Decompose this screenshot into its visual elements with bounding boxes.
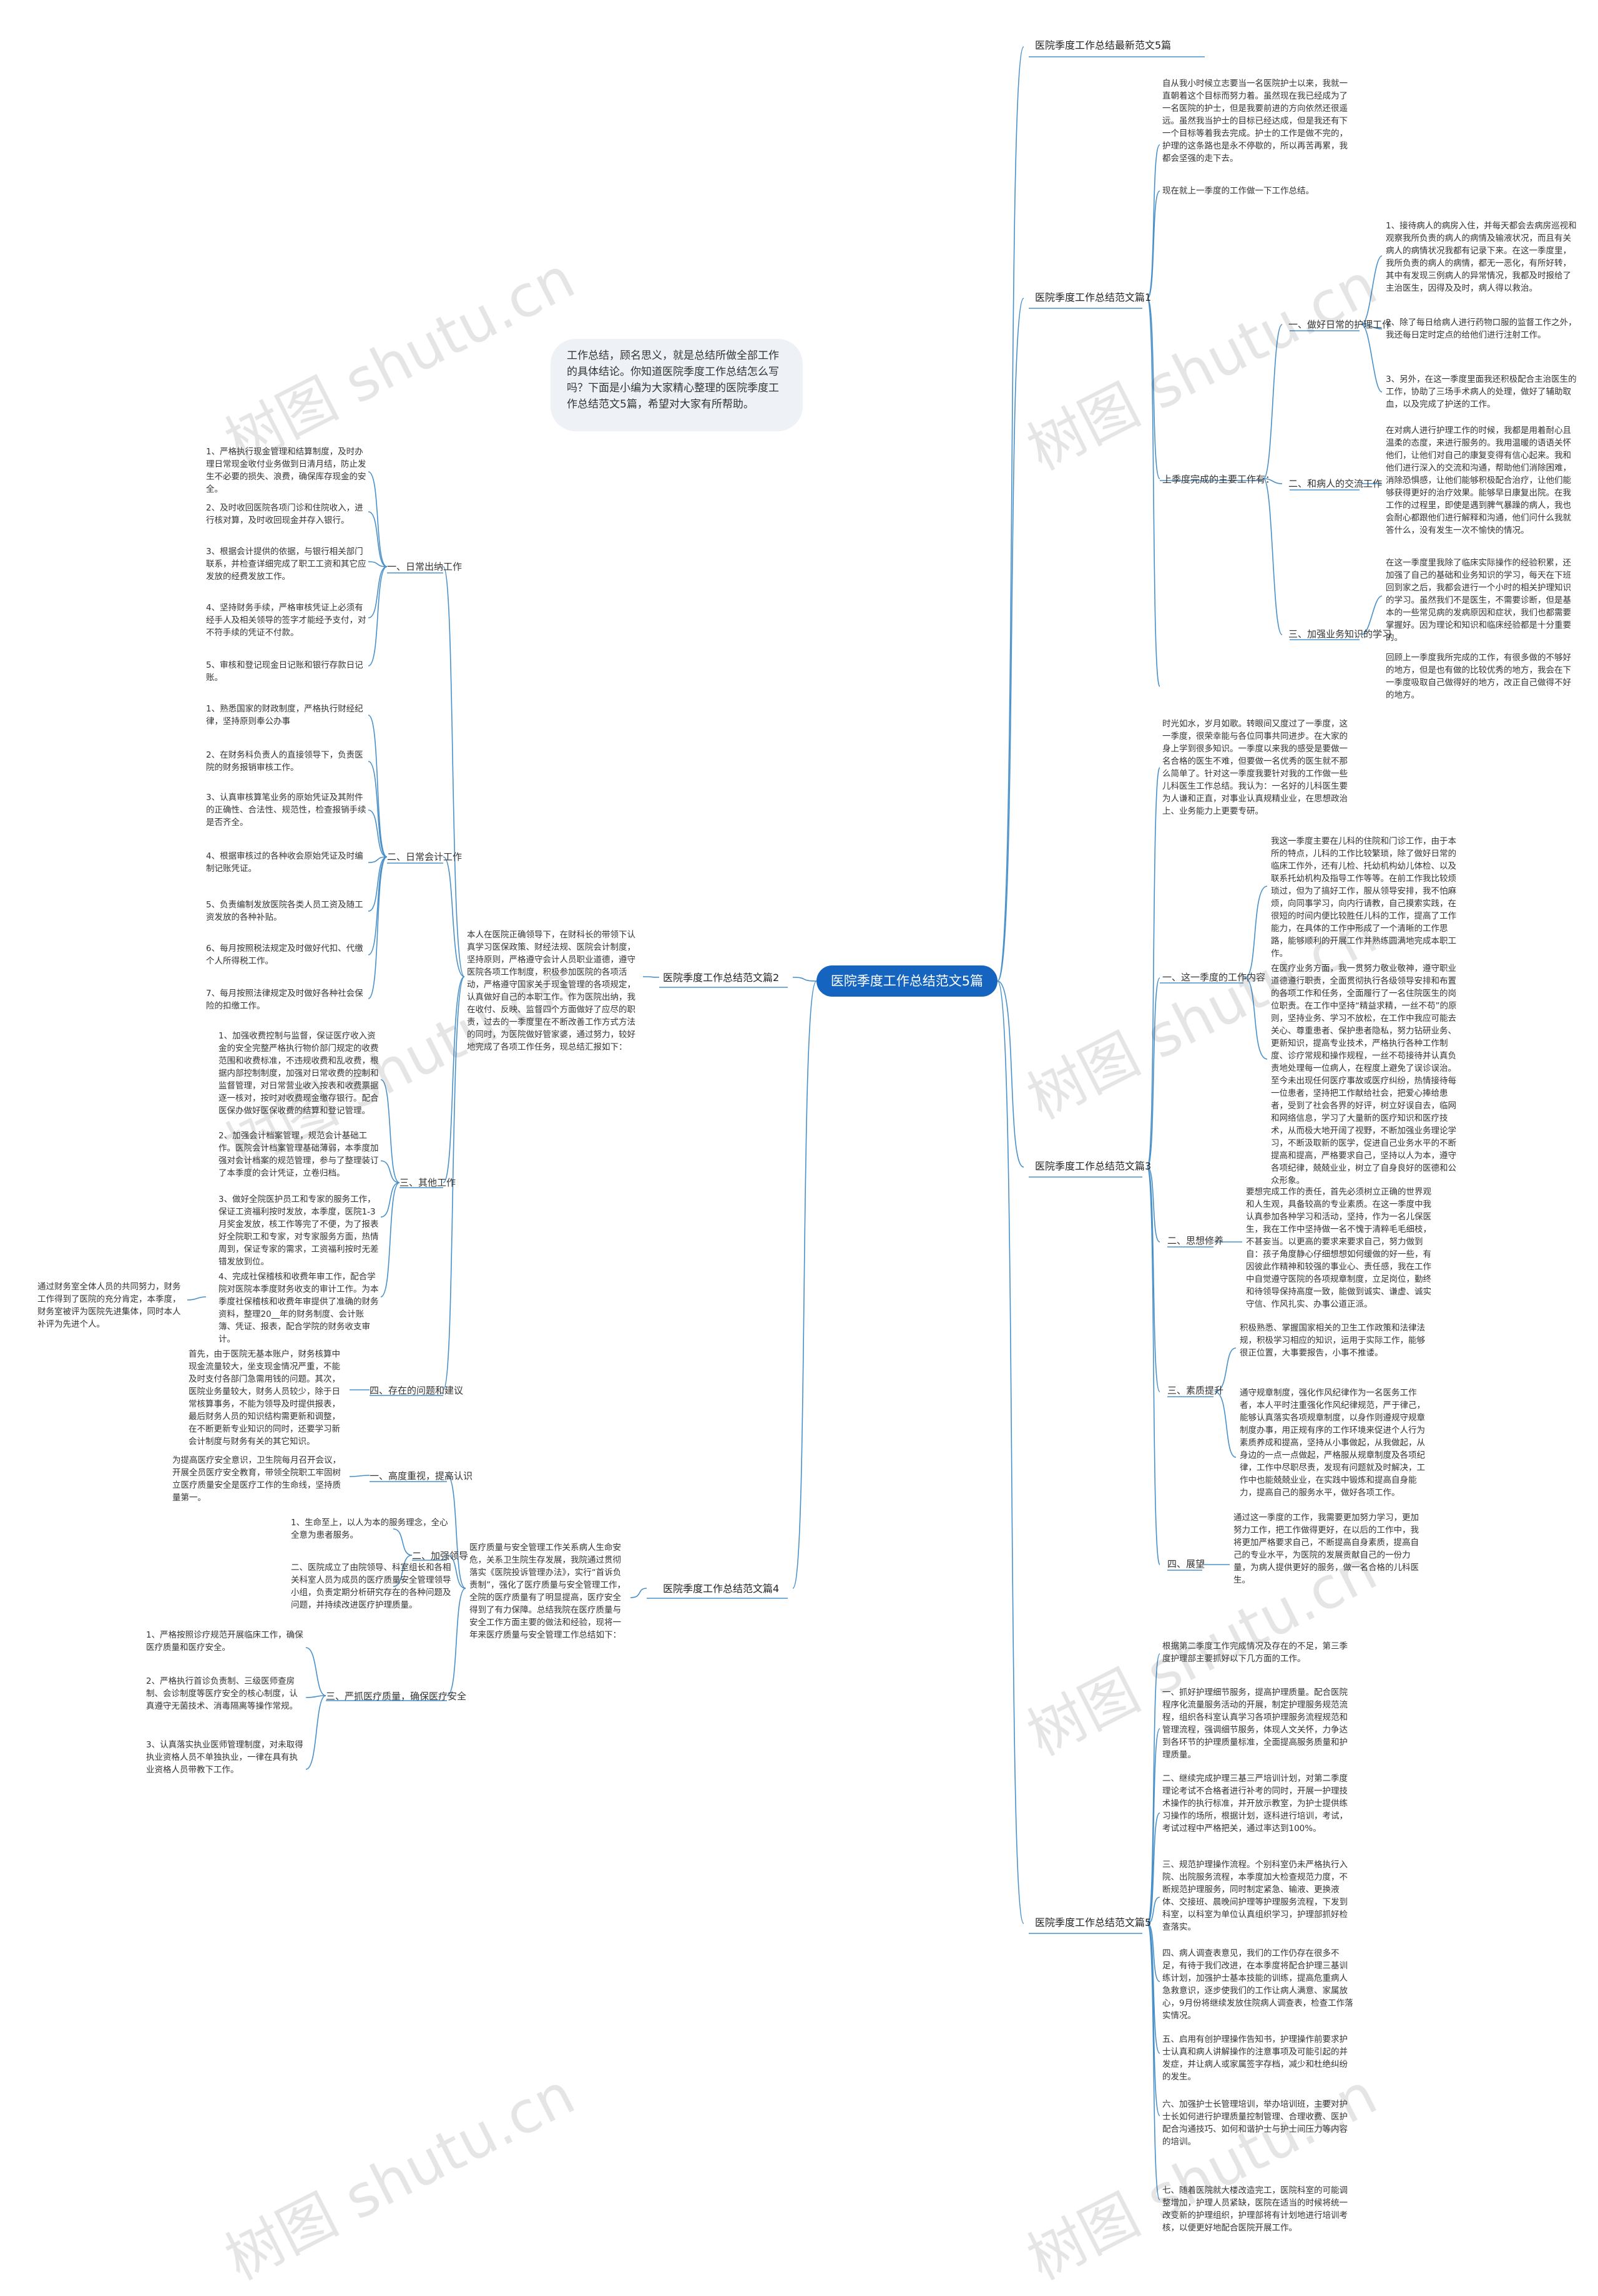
b2-sub-2-g: 7、每月按照法律规定及时做好各种社会保险的扣缴工作。 bbox=[206, 989, 363, 1011]
b1-para-2: 现在就上一季度的工作做一下工作总结。 bbox=[1162, 186, 1314, 196]
b5-para-0: 根据第二季度工作完成情况及存在的不足，第三季度护理部主要抓好以下几方面的工作。 bbox=[1162, 1641, 1348, 1664]
b2-sub-2-d: 4、根据审核过的各种收会原始凭证及时编制记账凭证。 bbox=[206, 851, 363, 874]
b2-sub-1-e: 5、审核和登记现金日记账和银行存款日记账。 bbox=[206, 660, 363, 683]
b3-sub-3-b: 通守规章制度，强化作风纪律作为一名医务工作者，本人平时注重强化作风纪律规范，严于… bbox=[1240, 1388, 1425, 1498]
b1-sub-1-b: 2、除了每日给病人进行药物口服的监督工作之外，我还每日定时定点的给他们进行注射工… bbox=[1386, 318, 1577, 340]
b5-para-3: 三、规范护理操作流程。个别科室仍未严格执行入院、出院服务流程，本季度加大检查规范… bbox=[1162, 1860, 1348, 1932]
b4-sub-1: 一、高度重视，提高认识 bbox=[370, 1470, 473, 1482]
b2-sub-1-c: 3、根据会计提供的依据，与银行相关部门联系，并检查详细完成了职工工资和其它应发放… bbox=[206, 547, 366, 582]
b2-sub-2-b: 2、在财务科负责人的直接领导下，负责医院的财务报销审核工作。 bbox=[206, 750, 363, 773]
b4-sub-3-a: 1、严格按照诊疗规范开展临床工作，确保医疗质量和医疗安全。 bbox=[146, 1630, 303, 1653]
b5-para-2: 二、继续完成护理三基三严培训计划，对第二季度理论考试不合格者进行补考的同时，开展… bbox=[1162, 1774, 1348, 1834]
b2-sub-2: 二、日常会计工作 bbox=[387, 851, 463, 862]
b1-main-label: 上季度完成的主要工作有： bbox=[1162, 474, 1275, 485]
b4-sub-2-a: 1、生命至上，以人为本的服务理念，全心全意为患者服务。 bbox=[291, 1518, 448, 1540]
b2-sub-3: 三、其他工作 bbox=[400, 1177, 456, 1188]
b2-sub-2-f: 6、每月按照税法规定及时做好代扣、代缴个人所得税工作。 bbox=[206, 944, 363, 966]
b3-sub-1-b: 在医疗业务方面，我一贯努力敬业敬神，遵守职业道德遵行职责，全面贯彻执行各级领导安… bbox=[1271, 964, 1457, 1186]
b1-sub-2-a: 在对病人进行护理工作的时候，我都是用着耐心且温柔的态度，来进行服务的。我用温暖的… bbox=[1386, 426, 1571, 535]
b2-sub-2-a: 1、熟悉国家的财政制度，严格执行财经纪律，坚持原则奉公办事 bbox=[206, 704, 363, 726]
b3-para-1: 时光如水，岁月如歌。转眼间又度过了一季度，这一季度，很荣幸能与各位同事共同进步。… bbox=[1162, 719, 1348, 816]
branch-2[interactable]: 医院季度工作总结范文篇2 bbox=[663, 972, 780, 984]
b3-sub-1: 一、这一季度的工作内容 bbox=[1162, 972, 1266, 983]
b1-sub-2: 二、和病人的交流工作 bbox=[1288, 478, 1383, 489]
b1-sub-3: 三、加强业务知识的学习 bbox=[1288, 628, 1392, 640]
b1-sub-1-c: 3、另外，在这一季度里面我还积极配合主治医生的工作，协助了三场手术病人的处理，做… bbox=[1386, 374, 1577, 409]
b1-para-1: 自从我小时候立志要当一名医院护士以来，我就一直朝着这个目标而努力着。虽然现在我已… bbox=[1162, 79, 1348, 164]
b5-para-6: 六、加强护士长管理培训，举办培训班，主要对护士长如何进行护理质量控制管理、合理收… bbox=[1162, 2099, 1348, 2147]
b3-sub-3: 三、素质提升 bbox=[1167, 1385, 1224, 1396]
b2-intro: 本人在医院正确领导下，在财科长的带领下认真学习医保政策、财经法规、医院会计制度，… bbox=[467, 930, 635, 1052]
b3-sub-4-a: 通过这一季度的工作，我需要更加努力学习，更加努力工作，把工作做得更好，在以后的工… bbox=[1233, 1513, 1419, 1585]
intro-bubble: 工作总结，顾名思义，就是总结所做全部工作的具体结论。你知道医院季度工作总结怎么写… bbox=[551, 339, 803, 431]
b2-sub-3-a: 1、加强收费控制与监督，保证医疗收入资金的安全完整严格执行物价部门规定的收费范围… bbox=[218, 1031, 379, 1116]
b2-sub-3-c: 3、做好全院医护员工和专家的服务工作，保证工资福利按时发放，本季度，医院1-3月… bbox=[218, 1194, 379, 1267]
b2-sub-2-e: 5、负责编制发放医院各类人员工资及随工资发放的各种补贴。 bbox=[206, 900, 363, 922]
branch-3[interactable]: 医院季度工作总结范文篇3 bbox=[1035, 1160, 1152, 1172]
b5-para-1: 一、抓好护理细节服务，提高护理质量。配合医院程序化流量服务活动的开展，制定护理服… bbox=[1162, 1688, 1348, 1760]
b5-para-5: 五、启用有创护理操作告知书，护理操作前要求护士认真和病人讲解操作的注意事项及可能… bbox=[1162, 2035, 1348, 2082]
b4-sub-2: 二、加强领导 bbox=[412, 1550, 469, 1561]
b4-sub-1-a: 为提高医疗安全意识，卫生院每月召开会议，开展全员医疗安全教育，带领全院职工牢固树… bbox=[172, 1455, 341, 1503]
b2-sub-1-d: 4、坚持财务手续，严格审核凭证上必须有经手人及相关领导的签字才能经予支付，对不符… bbox=[206, 603, 366, 638]
b4-sub-3-b: 2、严格执行首诊负责制、三级医师查房制、会诊制度等医疗安全的核心制度，认真遵守无… bbox=[146, 1676, 298, 1711]
b1-closing: 回顾上一季度我所完成的工作，有很多做的不够好的地方，但是也有做的比较优秀的地方，… bbox=[1386, 653, 1571, 700]
b4-sub-3: 三、严抓医疗质量，确保医疗安全 bbox=[326, 1691, 467, 1702]
b4-intro: 医疗质量与安全管理工作关系病人生命安危，关系卫生院生存发展，我院通过贯彻落实《医… bbox=[469, 1543, 625, 1640]
b3-sub-3-a: 积极熟悉、掌握国家相关的卫生工作政策和法律法规，积极学习相应的知识，运用于实际工… bbox=[1240, 1323, 1425, 1358]
b3-sub-2: 二、思想修养 bbox=[1167, 1235, 1224, 1246]
b2-sub-1: 一、日常出纳工作 bbox=[387, 561, 463, 572]
b1-sub-3-a: 在这一季度里我除了临床实际操作的经验积累，还加强了自己的基础和业务知识的学习，每… bbox=[1386, 558, 1571, 643]
b4-sub-2-b: 二、医院成立了由院领导、科室组长和各相关科室人员为成员的医疗质量安全管理领导小组… bbox=[291, 1563, 451, 1610]
branch-4[interactable]: 医院季度工作总结范文篇4 bbox=[663, 1583, 780, 1595]
b2-sub-3-b: 2、加强会计档案管理，规范会计基础工作。医院会计档案管理基础薄弱，本季度加强对会… bbox=[218, 1131, 379, 1178]
b2-sub-4: 四、存在的问题和建议 bbox=[370, 1385, 464, 1396]
b2-sub-3-d: 4、完成社保稽核和收费年审工作，配合学院对医院本季度财务收支的审计工作。为本季度… bbox=[218, 1272, 379, 1344]
b2-sub-4-a: 首先，由于医院无基本账户，财务核算中现金流量较大，坐支现金情况严重，不能及时支付… bbox=[189, 1349, 340, 1447]
b3-sub-1-a: 我这一季度主要在儿科的住院和门诊工作，由于本所的特点，儿科的工作比较繁琐，除了做… bbox=[1271, 836, 1456, 959]
b2-sub-3-note: 通过财务室全体人员的共同努力，财务工作得到了医院的充分肯定，本季度，财务室被评为… bbox=[37, 1282, 181, 1329]
b1-sub-1-a: 1、接待病人的病房入住，并每天都会去病房巡视和观察我所负责的病人的病情及输液状况… bbox=[1386, 221, 1577, 293]
branch-1[interactable]: 医院季度工作总结范文篇1 bbox=[1035, 291, 1152, 303]
b1-sub-1: 一、做好日常的护理工作 bbox=[1288, 319, 1392, 330]
b2-sub-1-b: 2、及时收回医院各项门诊和住院收入，进行核对算，及时收回现金并存入银行。 bbox=[206, 503, 363, 525]
root-node[interactable]: 医院季度工作总结范文5篇 bbox=[816, 965, 998, 997]
b5-para-7: 七、随着医院就大楼改造完工，医院科室的可能调整增加，护理人员紧缺，医院在适当的时… bbox=[1162, 2186, 1348, 2233]
b2-sub-1-a: 1、严格执行现金管理和结算制度，及时办理日常现金收付业务做到日清月结，防止发生不… bbox=[206, 447, 366, 494]
branch-0[interactable]: 医院季度工作总结最新范文5篇 bbox=[1035, 39, 1172, 51]
b3-sub-2-a: 要想完成工作的责任，首先必须树立正确的世界观和人生观，具备较高的专业素质。在这一… bbox=[1246, 1187, 1431, 1309]
b5-para-4: 四、病人调查表意见，我们的工作仍存在很多不足，有待于我们改进，在本季度将配合护理… bbox=[1162, 1948, 1353, 2021]
b2-sub-2-c: 3、认真审核算笔业务的原始凭证及其附件的正确性、合法性、规范性，检查报销手续是否… bbox=[206, 793, 366, 828]
b3-sub-4: 四、展望 bbox=[1167, 1558, 1205, 1570]
b4-sub-3-c: 3、认真落实执业医师管理制度，对未取得执业资格人员不单独执业，一律在具有执业资格… bbox=[146, 1740, 303, 1775]
branch-5[interactable]: 医院季度工作总结范文篇5 bbox=[1035, 1917, 1152, 1928]
